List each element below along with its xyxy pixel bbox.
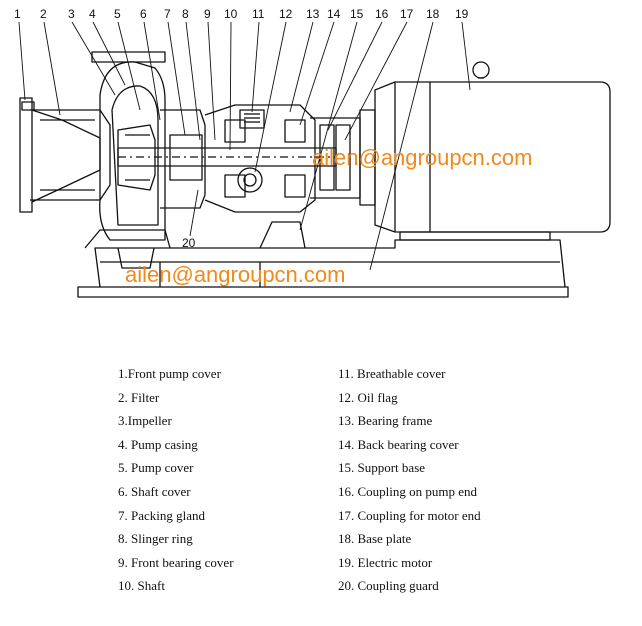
legend-item: 19. Electric motor	[338, 554, 433, 570]
callout-10: 10	[224, 7, 238, 21]
legend-item: 14. Back bearing cover	[338, 436, 459, 452]
legend-item: 9. Front bearing cover	[118, 554, 234, 570]
legend-item: 8. Slinger ring	[118, 531, 193, 547]
callout-3: 3	[68, 7, 75, 21]
legend-right-column: 11. Breathable cover 12. Oil flag 13. Be…	[338, 362, 481, 598]
callout-19: 19	[455, 7, 469, 21]
legend-item: 5. Pump cover	[118, 460, 194, 476]
callout-6: 6	[140, 7, 147, 21]
pump-feet	[84, 221, 306, 269]
shaft	[117, 147, 337, 167]
callout-numbers: 1 2 3 4 5 6 7 8 9 10 11 12 13 14 15 16 1…	[14, 7, 469, 250]
legend-item: 16. Coupling on pump end	[338, 483, 478, 499]
watermark-lower: ailen@angroupcn.com	[125, 262, 345, 287]
front-pump-cover	[19, 97, 101, 213]
legend-item: 18. Base plate	[338, 531, 412, 547]
callout-8: 8	[182, 7, 189, 21]
callout-14: 14	[327, 7, 341, 21]
callout-15: 15	[350, 7, 364, 21]
callout-12: 12	[279, 7, 293, 21]
callout-16: 16	[375, 7, 389, 21]
bearing-frame	[204, 104, 316, 213]
callout-7: 7	[164, 7, 171, 21]
legend-item: 13. Bearing frame	[338, 413, 433, 429]
filter	[30, 109, 111, 201]
legend-item: 10. Shaft	[118, 578, 165, 594]
impeller	[117, 124, 156, 191]
legend-item: 15. Support base	[338, 460, 426, 476]
breathable-cover	[239, 109, 265, 129]
legend-item: 6. Shaft cover	[118, 483, 191, 499]
legend-item: 2. Filter	[118, 389, 160, 405]
callout-1: 1	[14, 7, 21, 21]
legend-item: 1.Front pump cover	[118, 366, 221, 381]
legend-item: 4. Pump casing	[118, 436, 198, 452]
callout-11: 11	[252, 7, 265, 21]
callout-2: 2	[40, 7, 47, 21]
legend-item: 11. Breathable cover	[338, 366, 446, 381]
coupling-motor-end	[335, 124, 351, 191]
callout-5: 5	[114, 7, 121, 21]
oil-flag	[237, 167, 263, 193]
callout-4: 4	[89, 7, 96, 21]
watermark-upper: ailen@angroupcn.com	[312, 145, 532, 170]
legend-item: 20. Coupling guard	[338, 578, 439, 594]
callout-20: 20	[182, 236, 196, 250]
electric-motor	[359, 61, 611, 241]
callout-17: 17	[400, 7, 414, 21]
pump-assembly-drawing: 1 2 3 4 5 6 7 8 9 10 11 12 13 14 15 16 1…	[14, 7, 611, 298]
base-plate	[77, 239, 569, 298]
legend-left-column: 1.Front pump cover 2. Filter 3.Impeller …	[118, 362, 234, 598]
callout-18: 18	[426, 7, 440, 21]
legend-item: 3.Impeller	[118, 413, 172, 429]
leader-lines	[18, 21, 471, 271]
legend-item: 17. Coupling for motor end	[338, 507, 481, 523]
legend-item: 7. Packing gland	[118, 507, 206, 523]
pump-casing	[91, 51, 166, 241]
legend-item: 12. Oil flag	[338, 389, 398, 405]
callout-13: 13	[306, 7, 320, 21]
callout-9: 9	[204, 7, 211, 21]
